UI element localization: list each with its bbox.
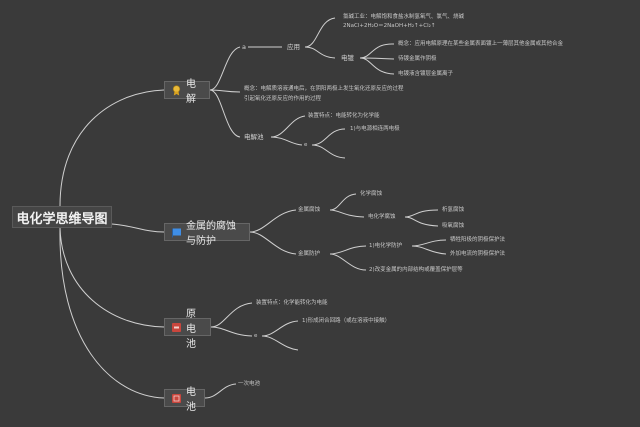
electrolytic-cell-feature[interactable]: 装置特点：电能转化为化学能	[308, 113, 380, 119]
galvanic-condition-1[interactable]: 1)形成闭合回路（或在溶液中接触）	[302, 318, 391, 324]
chlor-alkali-industry[interactable]: 氯碱工业：电解饱和食盐水制氢氧气、氯气、烧碱	[343, 14, 465, 20]
metal-corrosion[interactable]: 金属腐蚀	[298, 207, 321, 213]
branch-corrosion[interactable]: 金属的腐蚀与防护	[164, 221, 250, 247]
edge-root-corrosion	[111, 223, 165, 233]
electroplating-solution[interactable]: 电镀液含镀层金属离子	[398, 71, 454, 77]
electroplating-concept[interactable]: 概念：应用电解原理在某些金属表面镀上一薄层其他金属或其他合金	[398, 41, 564, 47]
electroplating[interactable]: 电镀	[341, 54, 354, 62]
electrolysis-concept[interactable]: 概念：电解质溶液通电后，在阴阳两极上发生氧化还原反应的过程	[244, 86, 404, 92]
battery-icon	[171, 393, 182, 404]
hydrogen-evolution-corrosion[interactable]: 析氢腐蚀	[442, 207, 465, 213]
oxygen-absorption-corrosion[interactable]: 吸氧腐蚀	[442, 223, 465, 229]
edge-root-battery	[59, 227, 165, 399]
chemical-corrosion[interactable]: 化学腐蚀	[360, 191, 383, 197]
edge-root-galvanic	[59, 227, 165, 328]
electrolysis-concept-line2: 引起氧化还原反应的作用的过程	[244, 96, 322, 102]
flag-icon	[171, 227, 182, 238]
galvanic-sub-e[interactable]: e	[254, 333, 258, 339]
electrolytic-cell-sub-e[interactable]: e	[304, 142, 308, 148]
branch-electrolysis-label: 电解	[186, 79, 196, 105]
branch-battery[interactable]: 电池	[164, 387, 205, 413]
branch-electrolysis[interactable]: 电解	[164, 79, 210, 105]
impressed-current-protection[interactable]: 外加电流的阴极保护法	[450, 251, 506, 257]
root-topic[interactable]: 电化学思维导图	[12, 206, 112, 228]
primary-battery[interactable]: 一次电池	[238, 381, 261, 387]
electrochemical-corrosion[interactable]: 电化学腐蚀	[368, 214, 396, 220]
electroplating-cathode[interactable]: 待镀金属作阴极	[398, 56, 437, 62]
branch-battery-label: 电池	[186, 387, 196, 413]
award-icon	[171, 84, 182, 96]
branch-corrosion-label: 金属的腐蚀与防护	[186, 221, 236, 247]
galvanic-feature[interactable]: 装置特点：化学能转化为电能	[256, 300, 328, 306]
metal-protection[interactable]: 金属防护	[298, 251, 321, 257]
chlor-alkali-equation[interactable]: 2NaCl+2H₂O＝2NaOH+H₂↑+Cl₂↑	[343, 23, 436, 29]
sacrificial-anode-protection[interactable]: 牺牲阳极的阴极保护法	[450, 237, 506, 243]
edge-root-electrolysis	[59, 89, 165, 207]
electrolytic-cell[interactable]: 电解池	[244, 133, 264, 141]
electrolysis-application[interactable]: 应用	[287, 43, 300, 51]
electrolytic-cell-condition-1[interactable]: 1)与电源相连两电极	[350, 126, 400, 132]
branch-galvanic-cell-label: 原电池	[186, 308, 196, 350]
electrolysis-sub-a[interactable]: a	[242, 43, 246, 51]
cell-icon	[171, 322, 182, 333]
alloy-coating-protection[interactable]: 2)改变金属的内部结构或覆盖保护层等	[369, 267, 463, 273]
electrochemical-protection[interactable]: 1)电化学防护	[369, 243, 403, 249]
branch-galvanic-cell[interactable]: 原电池	[164, 309, 211, 350]
